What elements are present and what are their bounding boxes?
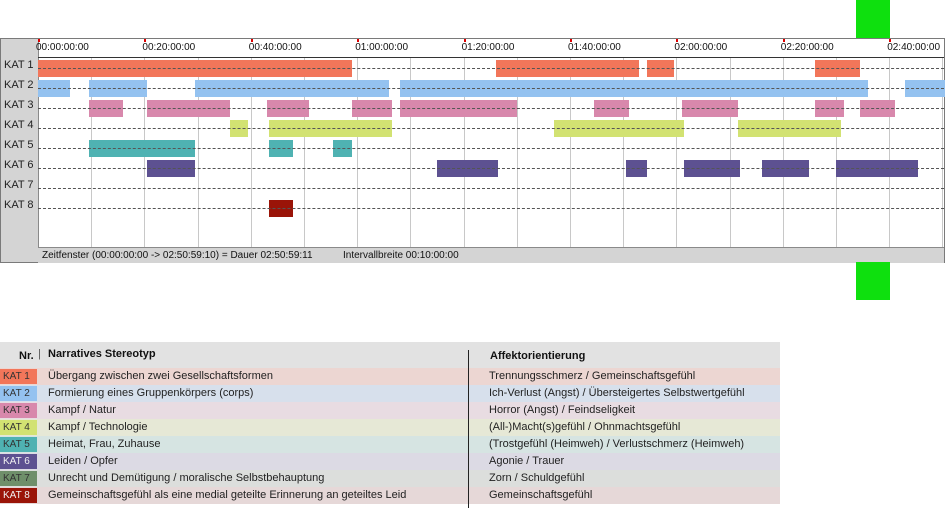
row-label-kat1: KAT 1: [4, 59, 34, 71]
grid-line: [410, 58, 412, 248]
tick-label: 01:00:00:00: [355, 42, 409, 53]
legend-stereotype: Kampf / Technologie: [48, 421, 148, 433]
legend-badge-kat8: KAT 8: [0, 488, 37, 503]
tick-marker: [676, 39, 679, 42]
grid-line: [463, 58, 465, 248]
grid-line: [304, 58, 305, 248]
legend-row-kat8: KAT 8 Gemeinschaftsgefühl als eine medial…: [0, 487, 780, 504]
tick-label: 00:00:00:00: [36, 42, 89, 53]
legend-affekt: Ich-Verlust (Angst) / Übersteigertes Sel…: [489, 387, 745, 399]
legend-stereotype: Formierung eines Gruppenkörpers (corps): [48, 387, 254, 399]
legend-affekt: Agonie / Trauer: [489, 455, 565, 467]
grid-line: [782, 58, 784, 248]
tick-marker: [889, 39, 892, 42]
tick-label: 02:20:00:00: [780, 42, 834, 53]
row-label-kat5: KAT 5: [4, 139, 34, 151]
category-legend: Nr. | Narratives Stereotyp Affektorienti…: [0, 342, 780, 510]
grid-line: [836, 58, 837, 248]
legend-header-stereotyp: Narratives Stereotyp: [48, 348, 156, 360]
legend-row-kat4: KAT 4 Kampf / Technologie (All-)Macht(s)ge…: [0, 419, 780, 436]
tick-label: 00:20:00:00: [142, 42, 196, 53]
green-range-marker-top[interactable]: [856, 0, 890, 38]
grid-line: [889, 58, 891, 248]
legend-column-divider: [468, 350, 469, 508]
interval-width-text: Intervallbreite 00:10:00:00: [343, 250, 459, 261]
category-label-column: KAT 1 KAT 2 KAT 3 KAT 4 KAT 5 KAT 6 KAT 7 KAT 8: [1, 39, 39, 262]
legend-affekt: (Trostgefühl (Heimweh) / Verlustschmerz …: [489, 438, 745, 450]
grid-line: [623, 58, 625, 248]
legend-badge-kat5: KAT 5: [0, 437, 37, 452]
row-label-kat8: KAT 8: [4, 199, 34, 211]
legend-row-kat7: KAT 7 Unrecht und Demütigung / moralische…: [0, 470, 780, 487]
legend-badge-kat6: KAT 6: [0, 454, 37, 469]
legend-badge-kat1: KAT 1: [0, 369, 37, 384]
legend-affekt: Trennungsschmerz / Gemeinschaftsgefühl: [489, 370, 696, 382]
green-range-marker-bottom[interactable]: [856, 262, 890, 300]
tick-marker: [463, 39, 466, 42]
tick-marker: [250, 39, 253, 42]
tick-label: 00:40:00:00: [248, 42, 302, 53]
tick-marker: [357, 39, 360, 42]
tick-marker: [570, 39, 572, 42]
tick-marker: [38, 39, 40, 42]
grid-line: [197, 58, 199, 248]
grid-line: [570, 58, 571, 248]
legend-header-separator: |: [38, 348, 41, 360]
grid-line: [729, 58, 731, 248]
row-line-kat4: [38, 128, 944, 129]
legend-header-affekt: Affektorientierung: [490, 350, 586, 362]
legend-affekt: Horror (Angst) / Feindseligkeit: [489, 404, 636, 416]
legend-badge-kat7: KAT 7: [0, 471, 37, 486]
legend-affekt: Zorn / Schuldgefühl: [489, 472, 585, 484]
legend-header-nr: Nr.: [19, 350, 34, 362]
row-line-kat5: [38, 148, 944, 149]
tick-label: 02:00:00:00: [674, 42, 728, 53]
legend-stereotype: Leiden / Opfer: [48, 455, 118, 467]
row-label-kat2: KAT 2: [4, 79, 34, 91]
grid-line: [942, 58, 944, 248]
row-label-kat3: KAT 3: [4, 99, 34, 111]
grid-line: [516, 58, 518, 248]
time-axis-line: [38, 57, 944, 58]
row-label-kat7: KAT 7: [4, 179, 34, 191]
status-bar: Zeitfenster (00:00:00:00 -> 02:50:59:10)…: [38, 247, 944, 263]
legend-header: Nr. | Narratives Stereotyp Affektorienti…: [0, 342, 780, 368]
legend-row-kat2: KAT 2 Formierung eines Gruppenkörpers (co…: [0, 385, 780, 402]
legend-stereotype: Übergang zwischen zwei Gesellschaftsform…: [48, 370, 273, 382]
tick-marker: [144, 39, 147, 42]
time-window-text: Zeitfenster (00:00:00:00 -> 02:50:59:10)…: [42, 250, 313, 261]
row-label-kat4: KAT 4: [4, 119, 34, 131]
legend-stereotype: Heimat, Frau, Zuhause: [48, 438, 161, 450]
tick-label: 01:20:00:00: [461, 42, 515, 53]
tick-label: 02:40:00:00: [887, 42, 941, 53]
grid-line: [676, 58, 678, 248]
legend-badge-kat4: KAT 4: [0, 420, 37, 435]
grid-line: [357, 58, 359, 248]
row-line-kat6: [38, 168, 944, 169]
legend-row-kat1: KAT 1 Übergang zwischen zwei Gesellschaft…: [0, 368, 780, 385]
row-line-kat8: [38, 208, 944, 209]
legend-affekt: (All-)Macht(s)gefühl / Ohnmachtsgefühl: [489, 421, 681, 433]
legend-row-kat6: KAT 6 Leiden / Opfer Agonie / Trauer: [0, 453, 780, 470]
timeline-panel: KAT 1 KAT 2 KAT 3 KAT 4 KAT 5 KAT 6 KAT 7 KAT 8…: [0, 38, 945, 263]
grid-line: [250, 58, 252, 248]
row-line-kat2: [38, 88, 944, 89]
legend-stereotype: Gemeinschaftsgefühl als eine medial gete…: [48, 489, 407, 501]
tick-marker: [782, 39, 785, 42]
legend-row-kat3: KAT 3 Kampf / Natur Horror (Angst) / Feind…: [0, 402, 780, 419]
row-line-kat3: [38, 108, 944, 109]
tick-label: 01:40:00:00: [568, 42, 621, 53]
row-line-kat7: [38, 188, 944, 189]
legend-badge-kat2: KAT 2: [0, 386, 37, 401]
row-label-kat6: KAT 6: [4, 159, 34, 171]
legend-badge-kat3: KAT 3: [0, 403, 37, 418]
legend-stereotype: Unrecht und Demütigung / moralische Selb…: [48, 472, 325, 484]
row-line-kat1: [38, 68, 944, 69]
legend-row-kat5: KAT 5 Heimat, Frau, Zuhause (Trostgefühl (…: [0, 436, 780, 453]
legend-stereotype: Kampf / Natur: [48, 404, 116, 416]
legend-affekt: Gemeinschaftsgefühl: [489, 489, 593, 501]
